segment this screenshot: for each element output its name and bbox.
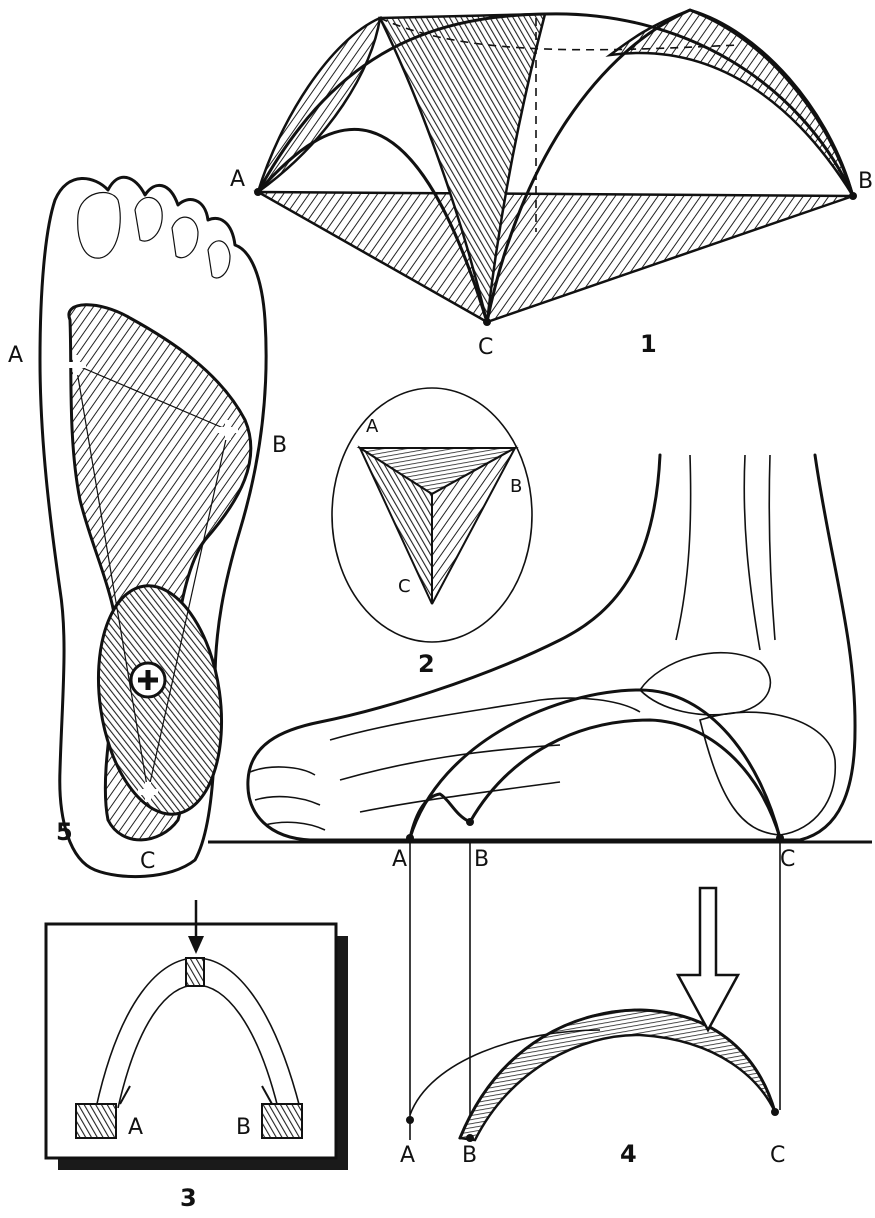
- side-label-a: A: [392, 847, 407, 872]
- fig4-point-c: [771, 1108, 779, 1116]
- fig4-arch-band: [460, 1010, 775, 1140]
- fig3-support-b: [262, 1104, 302, 1138]
- fig4-label-b: B: [462, 1143, 477, 1168]
- fig4-point-b: [466, 1134, 474, 1142]
- fig4-label-c: C: [770, 1143, 785, 1168]
- figure-5-foot-sole: A B C 5: [8, 177, 287, 876]
- fig5-label-c: C: [140, 849, 155, 874]
- figure-1-vault: A B C 1: [230, 10, 873, 360]
- fig1-point-b: [849, 192, 857, 200]
- figure-4-arch: A B C 4: [400, 842, 785, 1168]
- foot-side-outline: [248, 455, 855, 840]
- fig5-label-a: A: [8, 343, 23, 368]
- figure-3-boxed-arch: A B 3: [46, 900, 348, 1212]
- fig3-number: 3: [180, 1184, 197, 1212]
- fig5-toe-4: [208, 241, 230, 278]
- fig2-label-a: A: [366, 416, 379, 437]
- fig1-number: 1: [640, 330, 657, 358]
- fig4-point-a: [406, 1116, 414, 1124]
- side-arch-outer: [470, 720, 780, 838]
- fig1-label-b: B: [858, 169, 873, 194]
- fig3-label-a: A: [128, 1115, 143, 1140]
- fig1-base-triangle: [258, 192, 853, 322]
- fig1-label-a: A: [230, 167, 245, 192]
- fig5-toe-2: [135, 197, 162, 241]
- fig2-number: 2: [418, 650, 435, 678]
- fibula: [769, 455, 775, 640]
- figure-2-pyramid: A B C 2: [332, 388, 532, 678]
- side-point-a: [406, 834, 414, 842]
- talus: [640, 653, 770, 715]
- fig1-label-c: C: [478, 335, 493, 360]
- fig5-big-toe: [78, 193, 121, 259]
- side-point-c: [776, 834, 784, 842]
- fig1-point-a: [254, 188, 262, 196]
- fig4-load-arrow: [678, 888, 738, 1030]
- tibia: [676, 455, 760, 650]
- metatarsals: [330, 698, 640, 812]
- fig5-toe-3: [172, 217, 198, 258]
- fig2-label-b: B: [510, 476, 522, 497]
- fig1-point-c: [483, 318, 491, 326]
- fig4-number: 4: [620, 1140, 637, 1168]
- fig4-label-a: A: [400, 1143, 415, 1168]
- fig3-support-a: [76, 1104, 116, 1138]
- side-point-b: [466, 818, 474, 826]
- fig3-keystone: [186, 958, 204, 986]
- fig1-right-shell: [610, 10, 853, 196]
- side-label-b: B: [474, 847, 489, 872]
- calcaneus: [700, 712, 835, 835]
- fig5-number: 5: [56, 818, 73, 846]
- fig5-label-b: B: [272, 433, 287, 458]
- fig2-label-c: C: [398, 576, 411, 597]
- fig3-label-b: B: [236, 1115, 251, 1140]
- foot-side-view: A B C: [208, 455, 872, 872]
- side-label-c: C: [780, 847, 795, 872]
